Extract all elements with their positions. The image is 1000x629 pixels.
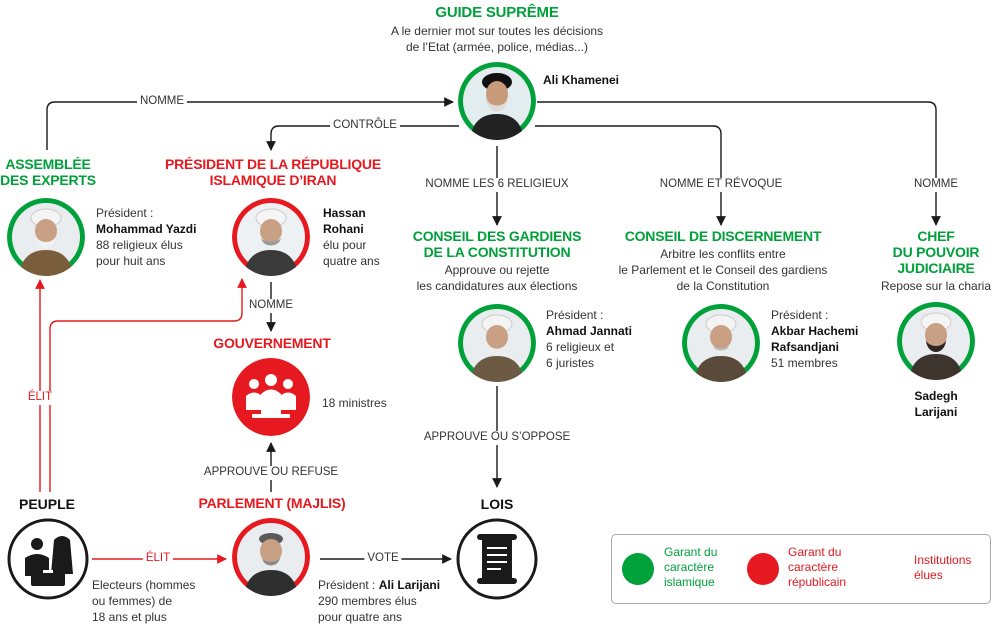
discernment-president-portrait — [682, 304, 760, 382]
discernment-desc-line4: 51 membres — [771, 356, 838, 370]
judiciary-name-line2: Larijani — [914, 405, 958, 419]
edge-supreme-to-judiciary — [537, 101, 941, 226]
people-desc-line3: 18 ans et plus — [92, 610, 167, 624]
supreme-title: GUIDE SUPRÊME — [435, 4, 559, 21]
people-desc-line1: Electeurs (hommes — [92, 578, 196, 592]
supreme-desc-line2: de l’Etat (armée, police, médias...) — [405, 40, 589, 54]
discernment-pres-label: Président : — [771, 308, 829, 322]
parliament-president-portrait — [232, 518, 310, 596]
edge-people-elects-president — [49, 278, 247, 492]
edge-label-controle: CONTRÔLE — [330, 119, 400, 133]
legend-arrow-line2: élues — [914, 568, 943, 582]
supreme-portrait — [458, 62, 536, 140]
legend-green-line1: Garant du — [664, 545, 718, 559]
legend-red-line1: Garant du — [788, 545, 842, 559]
edge-supreme-to-discernment — [535, 125, 726, 226]
judiciary-title-line1: CHEF — [917, 228, 955, 244]
judiciary-name-line1: Sadegh — [914, 389, 958, 403]
president-desc-line1: élu pour — [323, 238, 367, 252]
discernment-desc-line1: Arbitre les conflits entre — [660, 247, 786, 261]
guardians-president-portrait — [458, 304, 536, 382]
legend-arrow-text: Institutions élues — [914, 553, 971, 583]
government-desc: 18 ministres — [322, 396, 387, 410]
guardians-desc-line4: 6 juristes — [546, 356, 595, 370]
legend-green-text: Garant du caractère islamique — [664, 545, 717, 590]
legend-arrow-line1: Institutions — [914, 553, 972, 567]
government-title: GOUVERNEMENT — [213, 335, 331, 351]
president-desc-line2: quatre ans — [323, 254, 380, 268]
experts-title-line1: ASSEMBLÉE — [5, 156, 91, 172]
president-portrait — [232, 198, 310, 276]
parliament-pres-name: Ali Larijani — [378, 578, 441, 592]
parliament-pres-label: Président : — [318, 578, 379, 592]
edge-label-nomme-judiciary: NOMME — [910, 178, 962, 192]
guardians-pres-name: Ahmad Jannati — [546, 324, 633, 338]
legend: Garant du caractère islamique Garant du … — [611, 534, 991, 604]
people-desc-line2: ou femmes) de — [92, 594, 173, 608]
experts-desc-line2: pour huit ans — [96, 254, 166, 268]
judiciary-title-line2: DU POUVOIR — [892, 244, 980, 260]
legend-green-swatch — [622, 553, 654, 585]
parliament-desc-line1: 290 membres élus — [318, 594, 417, 608]
laws-title: LOIS — [480, 496, 514, 512]
edge-experts-to-supreme — [46, 97, 454, 150]
legend-green-line3: islamique — [664, 575, 715, 589]
guardians-desc-line1: Approuve ou rejette — [444, 263, 550, 277]
president-name-line1: Hassan — [323, 206, 366, 220]
judiciary-title-line3: JUDICIAIRE — [897, 260, 975, 276]
parliament-title: PARLEMENT (MAJLIS) — [198, 495, 346, 511]
edge-label-nomme-revoque: NOMME ET RÉVOQUE — [656, 178, 786, 192]
guardians-desc-line2: les candidatures aux élections — [416, 279, 578, 293]
discernment-title: CONSEIL DE DISCERNEMENT — [624, 228, 822, 244]
edge-label-approuve-refuse: APPROUVE OU REFUSE — [200, 466, 342, 480]
discernment-desc-line2: le Parlement et le Conseil des gardiens — [618, 263, 828, 277]
experts-pres-label: Président : — [96, 206, 154, 220]
edge-label-nomme-experts: NOMME — [136, 95, 188, 109]
legend-red-line2: caractère — [788, 560, 839, 574]
experts-president-portrait — [7, 198, 85, 276]
supreme-person-name: Ali Khamenei — [543, 73, 620, 87]
legend-red-text: Garant du caractère républicain — [788, 545, 846, 590]
discernment-pres-name-line1: Akbar Hachemi — [771, 324, 859, 338]
guardians-title-line2: DE LA CONSTITUTION — [423, 244, 571, 260]
guardians-desc-line3: 6 religieux et — [546, 340, 615, 354]
edge-label-nomme-gov: NOMME — [245, 299, 297, 313]
edge-label-approuve-oppose: APPROUVE OU S’OPPOSE — [420, 431, 574, 445]
edge-label-nomme-guardians: NOMME LES 6 RELIGIEUX — [422, 178, 572, 192]
government-ministers-icon — [232, 358, 310, 436]
parliament-desc-line2: pour quatre ans — [318, 610, 403, 624]
edge-label-elit-experts: ÉLIT — [24, 391, 56, 405]
supreme-desc-line1: A le dernier mot sur toutes les décision… — [390, 24, 604, 38]
judiciary-head-portrait — [897, 302, 975, 380]
experts-title-line2: DES EXPERTS — [0, 172, 96, 188]
parliament-pres-line: Président : Ali Larijani — [318, 578, 440, 592]
edge-label-elit-parliament: ÉLIT — [142, 552, 174, 566]
legend-red-swatch — [747, 553, 779, 585]
edge-supreme-controls-president — [266, 125, 459, 151]
legend-green-line2: caractère — [664, 560, 715, 574]
guardians-title-line1: CONSEIL DES GARDIENS — [412, 228, 582, 244]
experts-desc-line1: 88 religieux élus — [96, 238, 183, 252]
judiciary-desc: Repose sur la charia — [880, 279, 992, 293]
scroll-icon — [456, 518, 538, 600]
president-title-line1: PRÉSIDENT DE LA RÉPUBLIQUE — [165, 156, 381, 172]
president-title-line2: ISLAMIQUE D’IRAN — [209, 172, 337, 188]
president-name-line2: Rohani — [323, 222, 364, 236]
voters-icon — [7, 518, 89, 600]
experts-pres-name: Mohammad Yazdi — [96, 222, 197, 236]
discernment-pres-name-line2: Rafsandjani — [771, 340, 840, 354]
guardians-pres-label: Président : — [546, 308, 604, 322]
discernment-desc-line3: de la Constitution — [676, 279, 770, 293]
people-title: PEUPLE — [18, 496, 76, 512]
edge-label-vote: VOTE — [364, 552, 402, 566]
legend-red-line3: républicain — [788, 575, 847, 589]
